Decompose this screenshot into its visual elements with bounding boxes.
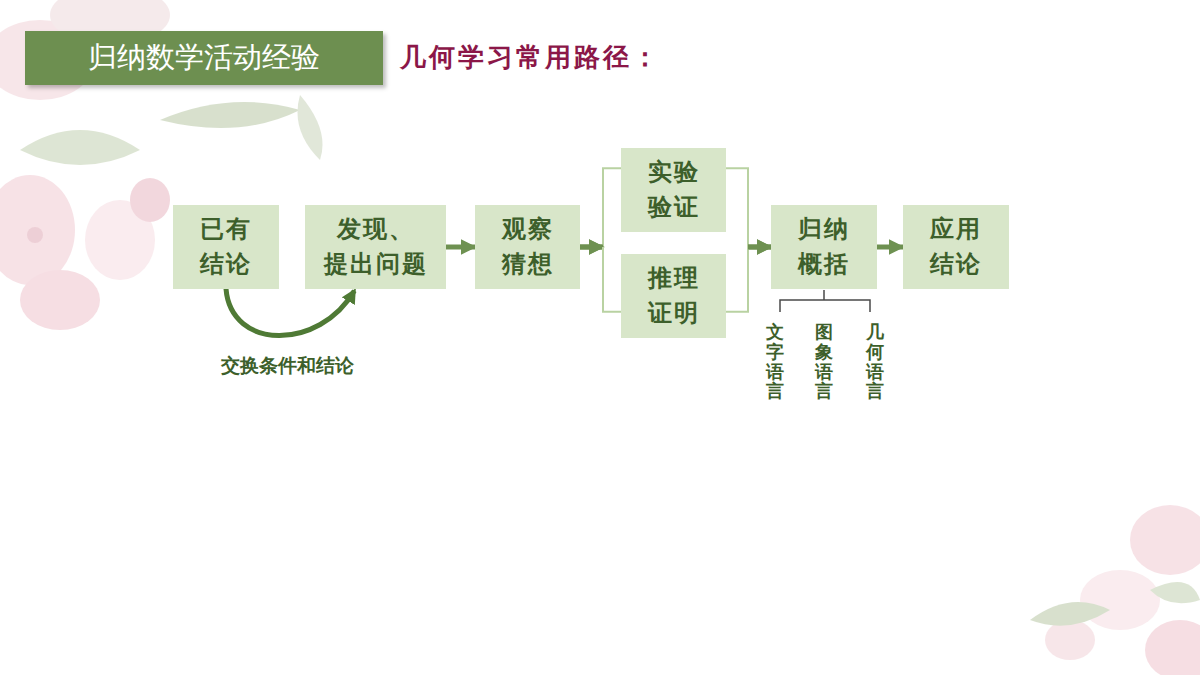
language-label: 图象语言	[815, 322, 833, 401]
language-label: 几何语言	[866, 322, 884, 401]
connector-line	[726, 168, 748, 247]
connector-line	[877, 245, 903, 250]
process-box: 实验 验证	[621, 148, 726, 232]
node-label: 发现、 提出问题	[324, 212, 428, 282]
connector-line	[580, 245, 603, 250]
diagram-title: 几何学习常用路径：	[400, 40, 661, 75]
node-label: 归纳 概括	[798, 212, 850, 282]
node-label: 推理 证明	[648, 261, 700, 331]
node-texts: 推理 证明	[648, 261, 700, 331]
node-texts: 实验 验证	[648, 155, 700, 225]
connector-line	[580, 245, 603, 250]
node-texts: 发现、 提出问题	[324, 212, 428, 282]
node-label: 观察 猜想	[502, 212, 554, 282]
node-texts: 已有 结论	[200, 212, 252, 282]
edge-label: 交换条件和结论	[218, 353, 357, 379]
connector-line	[603, 247, 621, 312]
flowers-bottom-right	[1030, 505, 1200, 675]
node-label: 归纳数学活动经验	[88, 38, 320, 78]
node-texts: 观察 猜想	[502, 212, 554, 282]
node-label: 已有 结论	[200, 212, 252, 282]
connector-line	[748, 245, 771, 250]
connector	[580, 168, 621, 247]
section-banner: 归纳数学活动经验	[25, 31, 383, 85]
process-box: 应用 结论	[903, 205, 1009, 289]
connector-line	[603, 168, 621, 247]
process-box: 归纳 概括	[771, 205, 877, 289]
connector	[726, 168, 771, 247]
connector-line	[226, 289, 354, 336]
node-label: 应用 结论	[930, 212, 982, 282]
brace	[780, 290, 870, 312]
connector-line	[748, 245, 771, 250]
node-label: 实验 验证	[648, 155, 700, 225]
process-box: 发现、 提出问题	[305, 205, 446, 289]
process-box: 已有 结论	[173, 205, 279, 289]
process-box: 推理 证明	[621, 254, 726, 338]
node-texts: 应用 结论	[930, 212, 982, 282]
connector-line	[446, 245, 475, 250]
connector	[726, 247, 771, 312]
connector-line	[726, 247, 748, 312]
connector	[226, 289, 354, 336]
language-label: 文字语言	[766, 322, 784, 401]
node-texts: 归纳 概括	[798, 212, 850, 282]
connector	[446, 247, 475, 248]
node-texts: 归纳数学活动经验	[88, 38, 320, 78]
process-box: 观察 猜想	[475, 205, 580, 289]
connector	[580, 247, 621, 312]
connector	[877, 247, 903, 248]
